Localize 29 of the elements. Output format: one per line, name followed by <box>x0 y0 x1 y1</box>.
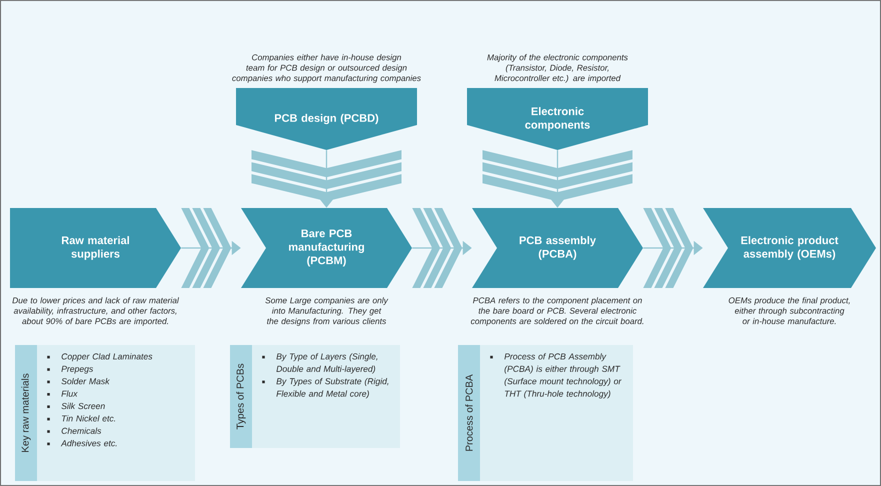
node-label: Solder Mask <box>61 378 110 384</box>
node-label: Silk Screen <box>61 402 105 410</box>
process-chevron: Raw material suppliers <box>10 208 181 288</box>
list-box <box>230 344 400 448</box>
node-label: Flux <box>61 390 78 397</box>
process-chevron: Bare PCB manufacturing (PCBM) <box>241 208 412 288</box>
description-text: Due to lower prices and lack of raw material availability, infrastructure, and other factors, about 90% of bare PCBs are imported. <box>12 297 179 326</box>
list-box <box>15 344 195 481</box>
bullet-list: Process of PCB Assembly (PCBA) is either through SMT (Surface mount technology) or THT (Thru-hole technology) <box>490 353 622 398</box>
description-text: Companies either have in-house design team for PCB design or outsourced design companies who support manufacturing companies <box>232 54 421 83</box>
description-text: Some Large companies are only into Manufacturing. They get the designs from various clients <box>265 297 388 326</box>
bullet-list: Copper Clad Laminates Prepegs Solder Mask Flux Silk Screen Tin Nickel etc. Chemicals Adhesives etc. <box>47 353 152 446</box>
node-label: Prepegs <box>61 366 94 374</box>
description-text: PCBA refers to the component placement on the bare board or PCB. Several electronic components are soldered on the circuit board. <box>470 297 644 326</box>
node-label: Tin Nickel etc. <box>62 415 116 422</box>
process-chevron: Electronic product assembly (OEMs) <box>703 208 876 288</box>
node-label: Adhesives etc. <box>60 440 117 446</box>
list-box <box>458 344 633 481</box>
tab-heading: Process of PCBA <box>465 374 473 451</box>
node-label: Chemicals <box>62 428 102 434</box>
bullet-list: By Type of Layers (Single, Double and Multi-layered) By Types of Substrate (Rigid, Flexible and Metal core) <box>262 353 388 398</box>
node-label: Copper Clad Laminates <box>62 353 152 362</box>
process-chevron: Electronic components <box>467 88 648 150</box>
process-chevron: PCB design (PCBD) <box>236 88 417 150</box>
process-chevron: PCB assembly (PCBA) <box>472 208 643 288</box>
tab-heading: Types of PCBs <box>236 364 246 430</box>
description-text: Majority of the electronic components (Transistor, Diode, Resistor, Microcontroller etc.) are imported <box>487 54 628 83</box>
tab-heading: Key raw materials <box>21 374 31 452</box>
description-text: OEMs produce the final product, either through subcontracting or in-house manufacture. <box>728 297 850 324</box>
